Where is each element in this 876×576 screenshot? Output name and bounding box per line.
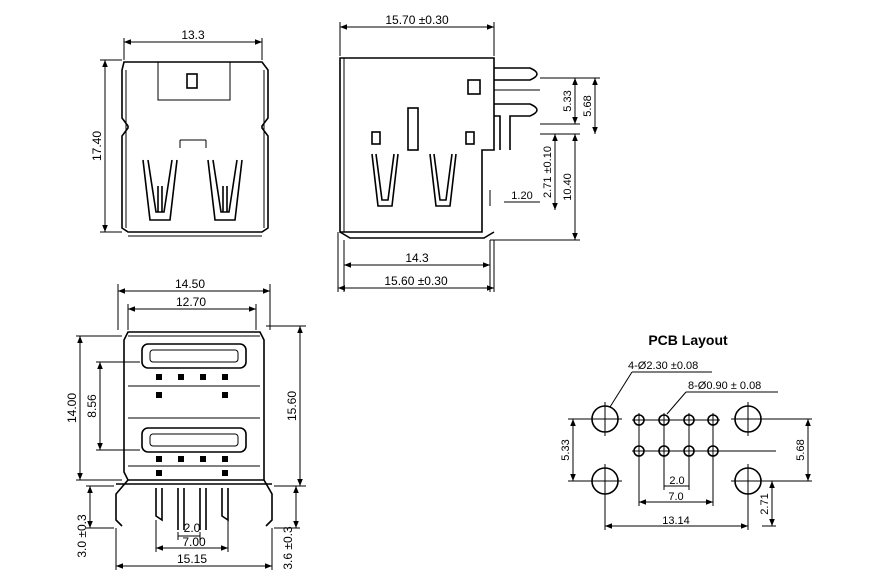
pcb-mount-leader <box>609 371 633 408</box>
pcb-row-spacing-label: 5.33 <box>560 439 572 460</box>
side-body-height-label: 10.40 <box>562 173 574 201</box>
front-width-label: 13.3 <box>181 28 205 42</box>
bottom-lower-port <box>141 427 247 453</box>
pcb-layout-title: PCB Layout <box>648 332 728 348</box>
pcb-pin-span-label: 7.0 <box>668 491 683 503</box>
front-height-label: 17.40 <box>90 131 104 161</box>
side-view: 15.70 ±0.30 5.33 5.68 2.71 ±0.10 10.40 1… <box>337 13 600 292</box>
side-left-spring <box>371 153 399 207</box>
bottom-right-pin-label: 3.6 ±0.3 <box>281 526 295 570</box>
side-base-flange <box>339 231 495 239</box>
side-center-slot <box>407 107 419 151</box>
bottom-outer-height-label: 14.00 <box>65 393 79 423</box>
bottom-pins <box>155 488 229 530</box>
front-top-tab <box>157 62 231 101</box>
bottom-body-outline <box>123 331 265 481</box>
bottom-left-pin-label: 3.0 ±0.3 <box>75 514 89 558</box>
side-left-hole <box>371 131 381 145</box>
pcb-mount-hole-label: 4-Ø2.30 ±0.08 <box>628 360 698 372</box>
side-pin-depth-label: 1.20 <box>511 190 532 202</box>
bottom-view: 14.50 12.70 14.00 8.56 15.60 3.0 ±0.3 3.… <box>65 277 306 570</box>
side-mid-pin <box>494 103 538 150</box>
bottom-upper-contacts <box>156 374 228 476</box>
pcb-pin-pitch-label: 2.0 <box>669 475 684 487</box>
side-base-inner-label: 14.3 <box>405 251 429 265</box>
side-top-pin <box>494 67 538 81</box>
bottom-base-width-label: 15.15 <box>177 552 207 566</box>
side-pin-top-label: 5.33 <box>562 90 574 111</box>
pcb-pin-leader <box>666 391 687 415</box>
side-width-label: 15.70 ±0.30 <box>385 13 449 27</box>
bottom-base-flange <box>115 479 273 527</box>
pcb-offset-label: 2.71 <box>759 493 771 514</box>
side-right-spring <box>429 153 457 207</box>
side-body-outline <box>339 57 495 233</box>
bottom-pin-pitch-label: 2.0 <box>184 521 201 535</box>
bottom-port-spacing-label: 8.56 <box>85 394 99 418</box>
front-right-spring <box>207 159 243 221</box>
front-mid-mark <box>179 139 207 148</box>
bottom-total-height-label: 15.60 <box>285 391 299 421</box>
bottom-upper-port <box>141 343 247 369</box>
side-pin-offset-label: 2.71 ±0.10 <box>542 146 554 198</box>
bottom-pin-span-label: 7.00 <box>182 535 206 549</box>
pcb-mount-width-label: 13.14 <box>662 515 690 527</box>
side-pin-top2-label: 5.68 <box>582 95 594 116</box>
pcb-layout: PCB Layout 4-Ø2.30 ±0.08 8-Ø0.90 ± 0.08 <box>560 332 812 530</box>
side-right-hole <box>465 131 475 145</box>
side-top-hole <box>467 79 481 95</box>
bottom-outer-width-label: 14.50 <box>175 277 205 291</box>
pcb-pin-hole-label: 8-Ø0.90 ± 0.08 <box>688 380 761 392</box>
bottom-inner-width-label: 12.70 <box>176 295 206 309</box>
pcb-pin-holes <box>632 413 720 458</box>
front-tab-hole <box>186 73 198 89</box>
side-base-outer-label: 15.60 ±0.30 <box>384 274 448 288</box>
pcb-mount-spacing-label: 5.68 <box>795 439 807 460</box>
front-view: 13.3 17.40 <box>90 28 269 237</box>
front-left-spring <box>142 159 178 221</box>
